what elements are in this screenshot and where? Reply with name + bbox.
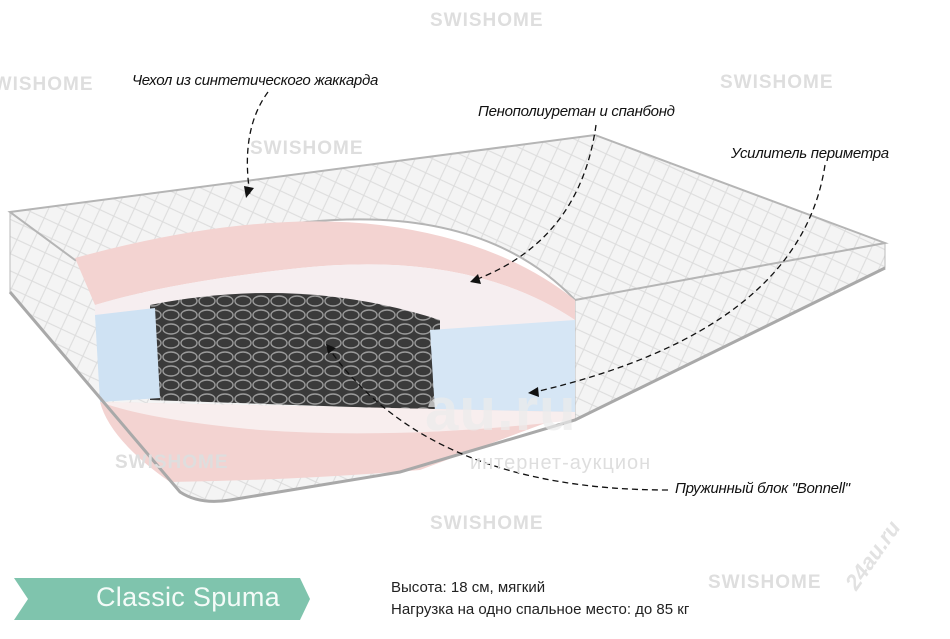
callout-arrow-perimeter <box>534 164 826 393</box>
product-load: Нагрузка на одно спальное место: до 85 к… <box>391 601 690 618</box>
callout-arrow-springs <box>329 349 669 491</box>
perimeter-block-left <box>95 308 160 402</box>
watermark-brand: SWISHOME <box>430 513 544 534</box>
foam-layer-bottom-white <box>100 402 575 434</box>
watermark-center-sub: интернет-аукцион <box>470 452 652 474</box>
arrowhead-perimeter <box>528 387 539 397</box>
product-name: Classic Spuma <box>96 582 280 612</box>
arrowhead-cover <box>244 186 254 198</box>
watermark-brand: SWISHOME <box>720 72 834 93</box>
perimeter-block-right <box>430 320 575 412</box>
callout-arrow-cover <box>246 91 269 196</box>
callout-springs: Пружинный блок "Bonnell" <box>675 480 850 497</box>
foam-layer-top <box>75 221 575 320</box>
watermark-brand: SWISHOME <box>250 138 364 159</box>
callout-cover: Чехол из синтетического жаккарда <box>132 72 378 89</box>
callout-arrow-foam <box>474 124 597 281</box>
product-height: Высота: 18 см, мягкий <box>391 579 546 596</box>
spring-block <box>150 293 440 410</box>
product-banner <box>14 578 310 620</box>
callout-foam: Пенополиуретан и спанбонд <box>478 103 675 120</box>
watermark-center: au.ru <box>425 376 577 443</box>
arrowhead-foam <box>470 274 481 284</box>
watermark-brand: SWISHOME <box>0 74 94 95</box>
arrowhead-springs <box>326 344 336 354</box>
mattress-piping <box>8 266 886 503</box>
callout-perimeter: Усилитель периметра <box>731 145 889 162</box>
watermark-brand: SWISHOME <box>430 10 544 31</box>
watermark-brand: SWISHOME <box>115 452 229 473</box>
watermark-brand: SWISHOME <box>708 572 822 593</box>
